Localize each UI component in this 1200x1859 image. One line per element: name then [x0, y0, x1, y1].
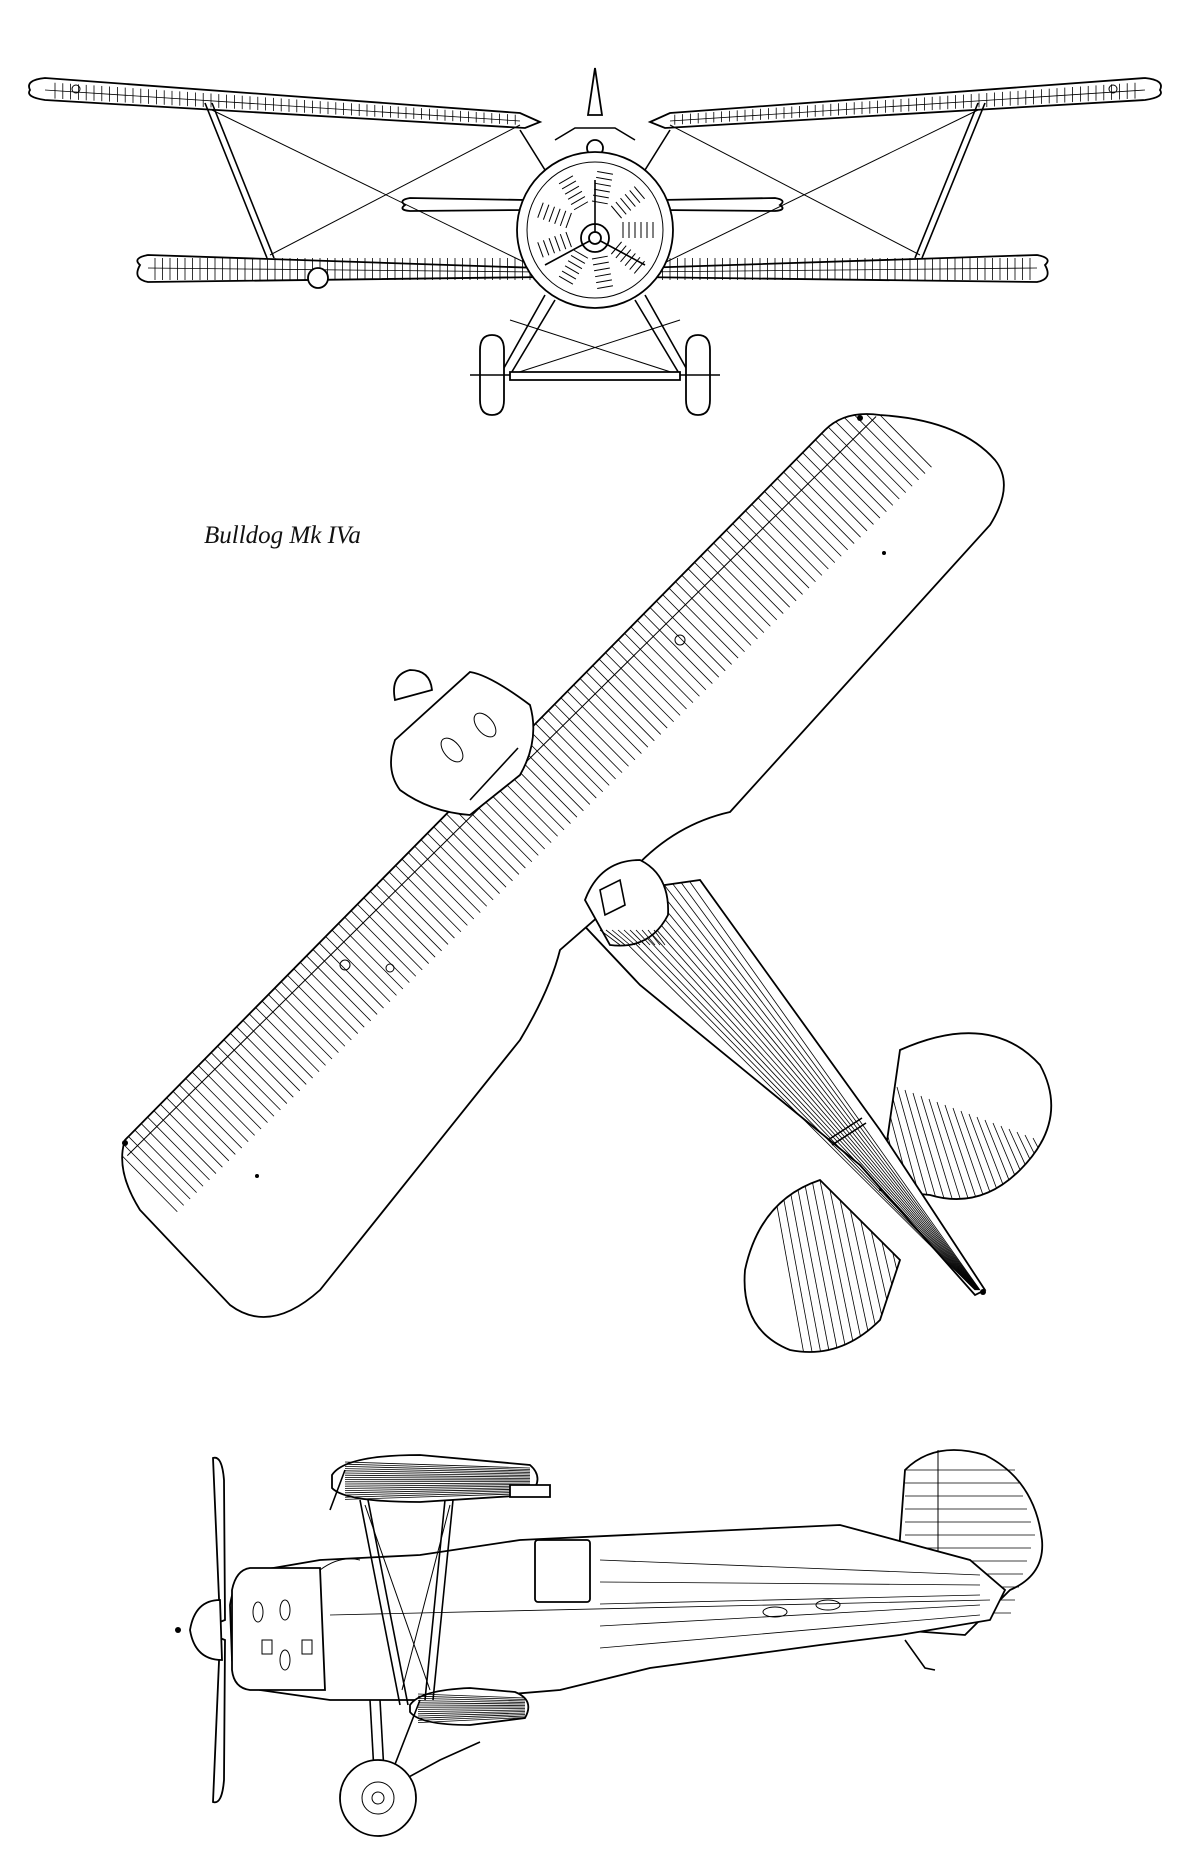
plan-engine-cowling — [391, 670, 533, 815]
side-struts — [330, 1470, 453, 1705]
plan-fuselage — [560, 880, 985, 1295]
side-lower-wing — [410, 1688, 528, 1725]
front-view — [29, 68, 1161, 415]
side-undercarriage — [340, 1700, 480, 1836]
front-undercarriage — [470, 295, 720, 415]
front-struts — [205, 103, 985, 265]
plan-cockpit — [585, 860, 668, 946]
drawing-caption: Bulldog Mk IVa — [204, 522, 361, 549]
side-propeller — [175, 1458, 225, 1803]
front-upper-wing — [29, 78, 1161, 128]
side-fuselage — [230, 1525, 1005, 1700]
front-lower-wing — [137, 255, 1047, 288]
side-view — [175, 1450, 1042, 1836]
side-engine-cowling — [232, 1568, 325, 1690]
plan-view — [37, 325, 1117, 1360]
front-engine — [517, 152, 673, 308]
side-upper-wing — [332, 1455, 550, 1502]
